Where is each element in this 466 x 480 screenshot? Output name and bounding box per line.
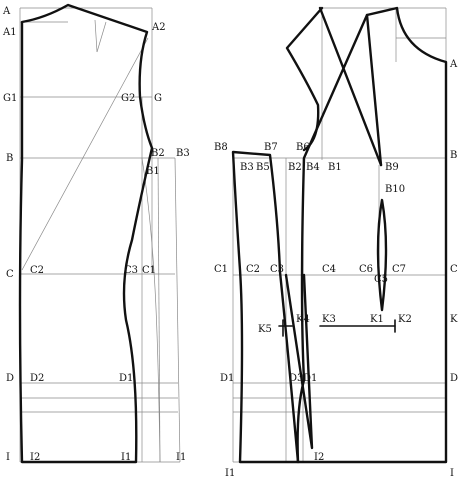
label-I2-left: I2: [30, 452, 40, 463]
label-B3-left: B3: [176, 148, 190, 159]
label-B10: B10: [385, 184, 405, 195]
label-G: G: [154, 93, 162, 104]
label-D3: D3: [289, 373, 303, 384]
label-C4: C4: [322, 264, 336, 275]
right-pattern-pieces: [231, 6, 448, 464]
label-I1-right: I1: [225, 468, 235, 479]
label-G1: G1: [3, 93, 17, 104]
side-back-outline: [231, 150, 300, 464]
label-I-right: I: [450, 468, 454, 479]
side-guide-2: [157, 157, 161, 463]
label-B5: B5: [256, 162, 270, 173]
label-B2-right: B2: [288, 162, 302, 173]
label-B-right: B: [450, 150, 457, 161]
label-A1: A1: [2, 27, 17, 38]
label-K5: K5: [258, 324, 272, 335]
label-B-left: B: [6, 153, 13, 164]
label-C2-left: C2: [30, 265, 44, 276]
label-D2: D2: [30, 373, 44, 384]
label-K1: K1: [370, 314, 384, 325]
diagonal-guide: [21, 37, 149, 271]
label-C3-right: C3: [270, 264, 284, 275]
label-C6: C6: [359, 264, 373, 275]
label-B8: B8: [214, 142, 228, 153]
left-guide-lines: [19, 7, 181, 463]
label-C1-left: C1: [142, 265, 156, 276]
label-B3-right: B3: [240, 162, 254, 173]
front-dart-left: [365, 13, 383, 167]
label-A-left: A: [2, 6, 11, 17]
label-B6: B6: [296, 142, 310, 153]
neck-dart-guide: [94, 19, 98, 53]
label-C1-right: C1: [214, 264, 228, 275]
label-A2: A2: [151, 22, 166, 33]
front-dart-right: [318, 6, 383, 167]
label-B4: B4: [306, 162, 320, 173]
label-K2: K2: [398, 314, 412, 325]
side-front-outline: [285, 6, 324, 152]
label-C-left: C: [6, 269, 14, 280]
label-D-left: D: [6, 373, 14, 384]
label-B2-left: B2: [151, 148, 165, 159]
label-K: K: [450, 314, 458, 325]
point-labels: A A1 A2 G1 G2 G B B2 B3 B1 C C2 C3 C1 D …: [2, 6, 458, 479]
label-G2: G2: [121, 93, 135, 104]
label-C-right: C: [450, 264, 458, 275]
label-D1-left: D1: [119, 373, 133, 384]
left-pattern-piece: [18, 3, 154, 464]
label-I-left: I: [6, 452, 10, 463]
label-B1-left: B1: [146, 166, 160, 177]
side-curve-guide: [141, 157, 161, 463]
label-A-right: A: [449, 59, 458, 70]
label-C2-right: C2: [246, 264, 260, 275]
label-D-right: D: [450, 373, 458, 384]
label-C5: C5: [374, 274, 388, 285]
left-back-outline: [18, 3, 154, 464]
label-C7: C7: [392, 264, 406, 275]
label-B7: B7: [264, 142, 278, 153]
label-D1-mid: D1: [303, 373, 317, 384]
front-piece-outline: [296, 6, 448, 464]
label-I2-right: I2: [314, 452, 324, 463]
bust-dart: [376, 198, 388, 312]
waist-dart: [284, 273, 314, 450]
label-C3-left: C3: [124, 265, 138, 276]
label-I1-left: I1: [121, 452, 131, 463]
neck-dart-guide-2: [96, 21, 107, 53]
label-D1-right: D1: [220, 373, 234, 384]
label-K3: K3: [322, 314, 336, 325]
label-B9: B9: [385, 162, 399, 173]
label-I1-left-outer: I1: [176, 452, 186, 463]
label-K4: K4: [296, 314, 310, 325]
label-B1-right: B1: [328, 162, 342, 173]
left-frame-right-lower: [174, 157, 181, 463]
